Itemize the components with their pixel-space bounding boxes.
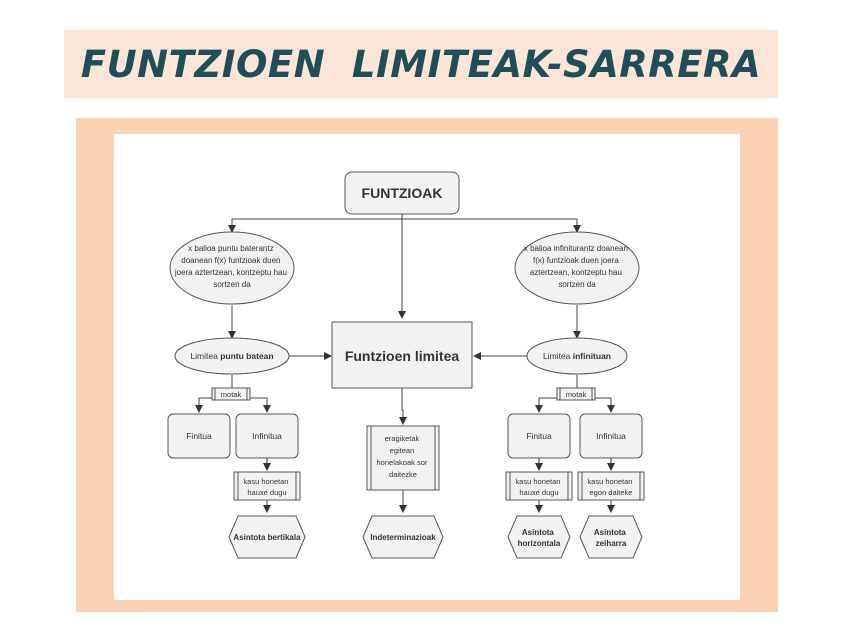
right-infinitua-node: Infinitua [579,413,643,459]
asintota-zeiharra-line: zeiharra [596,539,627,548]
left-desc-line: joera aztertzean, kontzeptu hau [174,268,287,277]
motak-label: motak [221,390,242,399]
left-kasu-box: kasu honetan hauxe dugu [233,471,301,501]
left-motak-box: motak [211,387,251,401]
right-limit-label: Limitea infinituan [543,351,611,361]
right-motak-box: motak [556,387,596,401]
kasu-line: kasu honetan [515,477,560,486]
right-kasu-box-1: kasu honetan hauxe dugu [505,471,573,501]
note-line: daitezke [389,470,417,479]
asintota-horizontala-line: Asintota [522,528,555,537]
kasu-line: kasu honetan [243,477,288,486]
note-line: egitean [390,446,415,455]
infinitua-label: Infinitua [596,431,626,441]
svg-text:eragiketak egitean: eragiketak egitean honelakoak sor daitez… [377,434,430,479]
asintota-bertikala-label: Asintota bertikala [233,533,301,542]
left-finitua-node: Finitua [167,413,231,459]
indeterminazioak-label: Indeterminazioak [370,533,436,542]
right-kasu-box-2: kasu honetan egon daiteke [577,471,645,501]
center-label: Funtzioen limitea [345,348,460,364]
right-desc-line: f(x) funtzioak duen joera [533,256,619,265]
right-desc-line: x balioa infiniturantz doanean [524,244,628,253]
right-description-node: x balioa infiniturantz doanean f(x) funt… [514,231,640,305]
right-desc-line: aztertzean, kontzeptu hau [530,268,622,277]
left-description-node: x balioa puntu baterantz doanean f(x) fu… [169,231,295,305]
page-title: FUNTZIOEN LIMITEAK-SARRERA [80,42,762,86]
left-desc-line: sortzen da [213,280,251,289]
svg-text:Asintota zeiharra: Asintota zeiharra [594,528,628,548]
svg-text:kasu honetan hauxe dugu: kasu honetan hauxe dugu [243,477,290,497]
kasu-line: egon daiteke [590,488,633,497]
root-label: FUNTZIOAK [362,185,443,201]
left-desc-line: doanean f(x) funtzioak duen [181,256,280,265]
asintota-zeiharra-line: Asintota [594,528,627,537]
root-node: FUNTZIOAK [344,171,460,215]
asintota-horizontala-line: horizontala [518,539,561,548]
center-node: Funtzioen limitea [331,321,473,389]
indeterminazioak-node: Indeterminazioak [362,515,444,559]
kasu-line: kasu honetan [587,477,632,486]
note-line: eragiketak [385,434,420,443]
note-line: honelakoak sor [377,458,428,467]
left-limit-node: Limitea puntu batean [174,337,290,375]
finitua-label: Finitua [526,431,552,441]
center-note-box: eragiketak egitean honelakoak sor daitez… [366,425,440,491]
asintota-horizontala-node: Asintota horizontala [507,515,571,559]
motak-label: motak [566,390,587,399]
finitua-label: Finitua [186,431,212,441]
left-infinitua-node: Infinitua [235,413,299,459]
asintota-bertikala-node: Asintota bertikala [228,515,306,559]
svg-text:x balioa infiniturantz doanean: x balioa infiniturantz doanean f(x) funt… [524,244,630,289]
svg-text:Asintota horizontala: Asintota horizontala [518,528,561,548]
left-desc-line: x balioa puntu baterantz [188,244,273,253]
svg-text:kasu honetan hauxe dugu: kasu honetan hauxe dugu [515,477,562,497]
asintota-zeiharra-node: Asintota zeiharra [579,515,643,559]
infinitua-label: Infinitua [252,431,282,441]
kasu-line: hauxe dugu [247,488,286,497]
svg-text:kasu honetan egon daitek: kasu honetan egon daiteke [587,477,634,497]
svg-text:x balioa puntu baterantz: x balioa puntu baterantz doanean f(x) fu… [174,244,289,289]
left-limit-label: Limitea puntu batean [190,351,273,361]
title-band: FUNTZIOEN LIMITEAK-SARRERA [64,30,778,98]
right-finitua-node: Finitua [507,413,571,459]
right-desc-line: sortzen da [558,280,596,289]
right-limit-node: Limitea infinituan [526,337,628,375]
kasu-line: hauxe dugu [519,488,558,497]
